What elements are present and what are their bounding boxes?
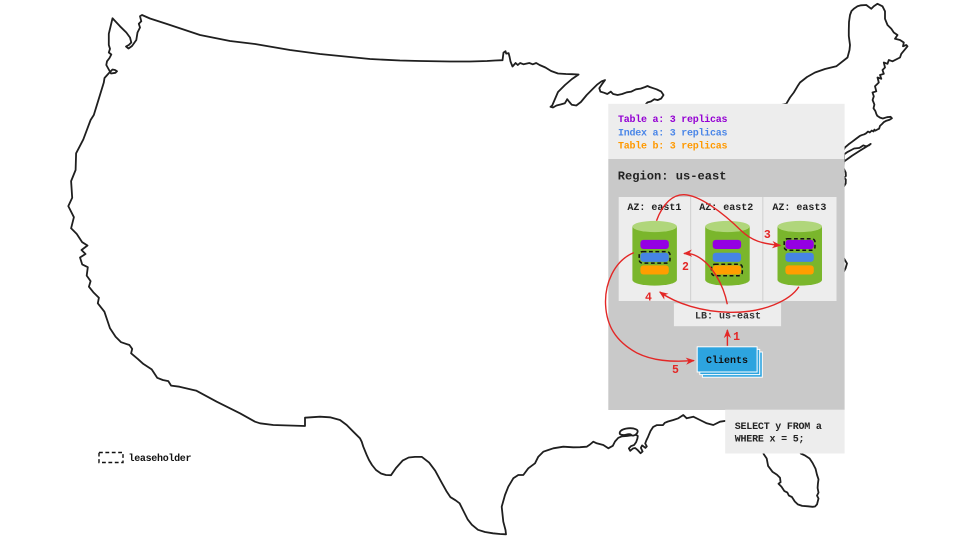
svg-text:AZ: east1: AZ: east1: [627, 203, 681, 214]
svg-text:SELECT y FROM a: SELECT y FROM a: [735, 422, 822, 433]
svg-text:LB: us-east: LB: us-east: [695, 311, 761, 322]
svg-text:AZ: east3: AZ: east3: [772, 203, 826, 214]
svg-text:4: 4: [645, 292, 652, 305]
svg-text:AZ: east2: AZ: east2: [699, 203, 753, 214]
svg-text:3: 3: [764, 229, 771, 242]
svg-text:Index a: 3 replicas: Index a: 3 replicas: [618, 127, 728, 139]
svg-text:1: 1: [733, 331, 740, 344]
svg-text:Clients: Clients: [706, 355, 748, 367]
svg-text:WHERE x = 5;: WHERE x = 5;: [735, 435, 805, 446]
svg-text:5: 5: [672, 364, 679, 377]
svg-text:2: 2: [682, 261, 689, 274]
svg-text:Table b: 3 replicas: Table b: 3 replicas: [618, 141, 728, 153]
svg-text:Region: us-east: Region: us-east: [618, 170, 727, 184]
svg-text:Table a: 3 replicas: Table a: 3 replicas: [618, 114, 728, 126]
svg-text:leaseholder: leaseholder: [129, 453, 192, 465]
